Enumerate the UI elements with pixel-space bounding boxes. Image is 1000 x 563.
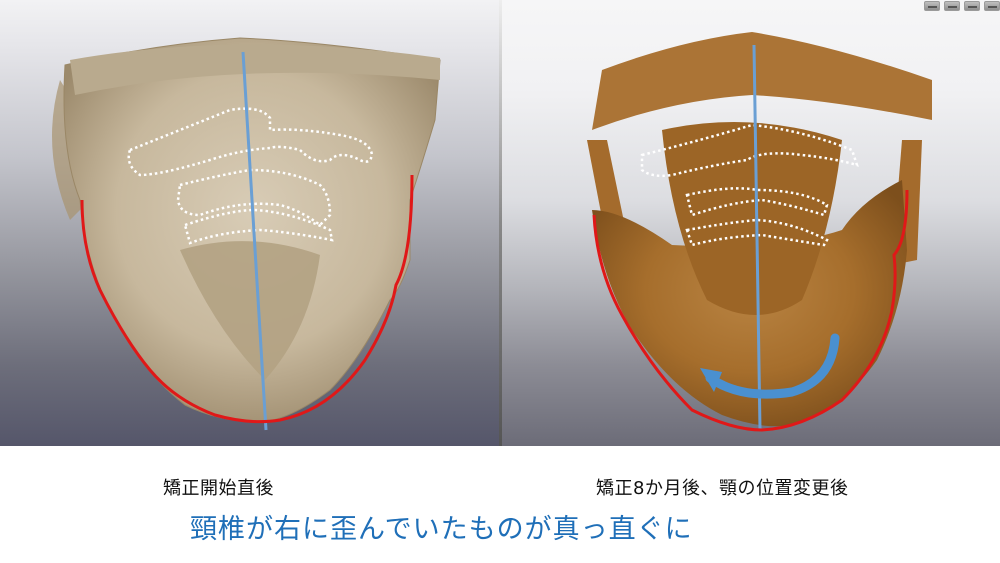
- ct-render-after-panel: [502, 0, 1000, 446]
- camera-icon[interactable]: [964, 1, 980, 11]
- jaw-outline-after: [592, 189, 909, 432]
- vertebra-outline-dotted: [640, 123, 859, 247]
- layer-icon[interactable]: [944, 1, 960, 11]
- caption-after: 矯正8か月後、顎の位置変更後: [596, 478, 849, 499]
- ct-jaw-render-after: [587, 32, 932, 432]
- jaw-outline-before: [80, 174, 414, 424]
- midline: [241, 51, 268, 431]
- ct-render-before-panel: [0, 0, 502, 446]
- caption-before: 矯正開始直後: [163, 478, 274, 499]
- rotation-arrowhead-icon: [700, 368, 722, 392]
- headline: 頸椎が右に歪んでいたものが真っ直ぐに: [190, 514, 693, 545]
- rotation-arrow-icon: [705, 333, 840, 399]
- viewer-toolbar: [924, 1, 1000, 11]
- ct-jaw-render-before: [52, 37, 441, 431]
- edit-icon[interactable]: [924, 1, 940, 11]
- midline: [752, 44, 762, 431]
